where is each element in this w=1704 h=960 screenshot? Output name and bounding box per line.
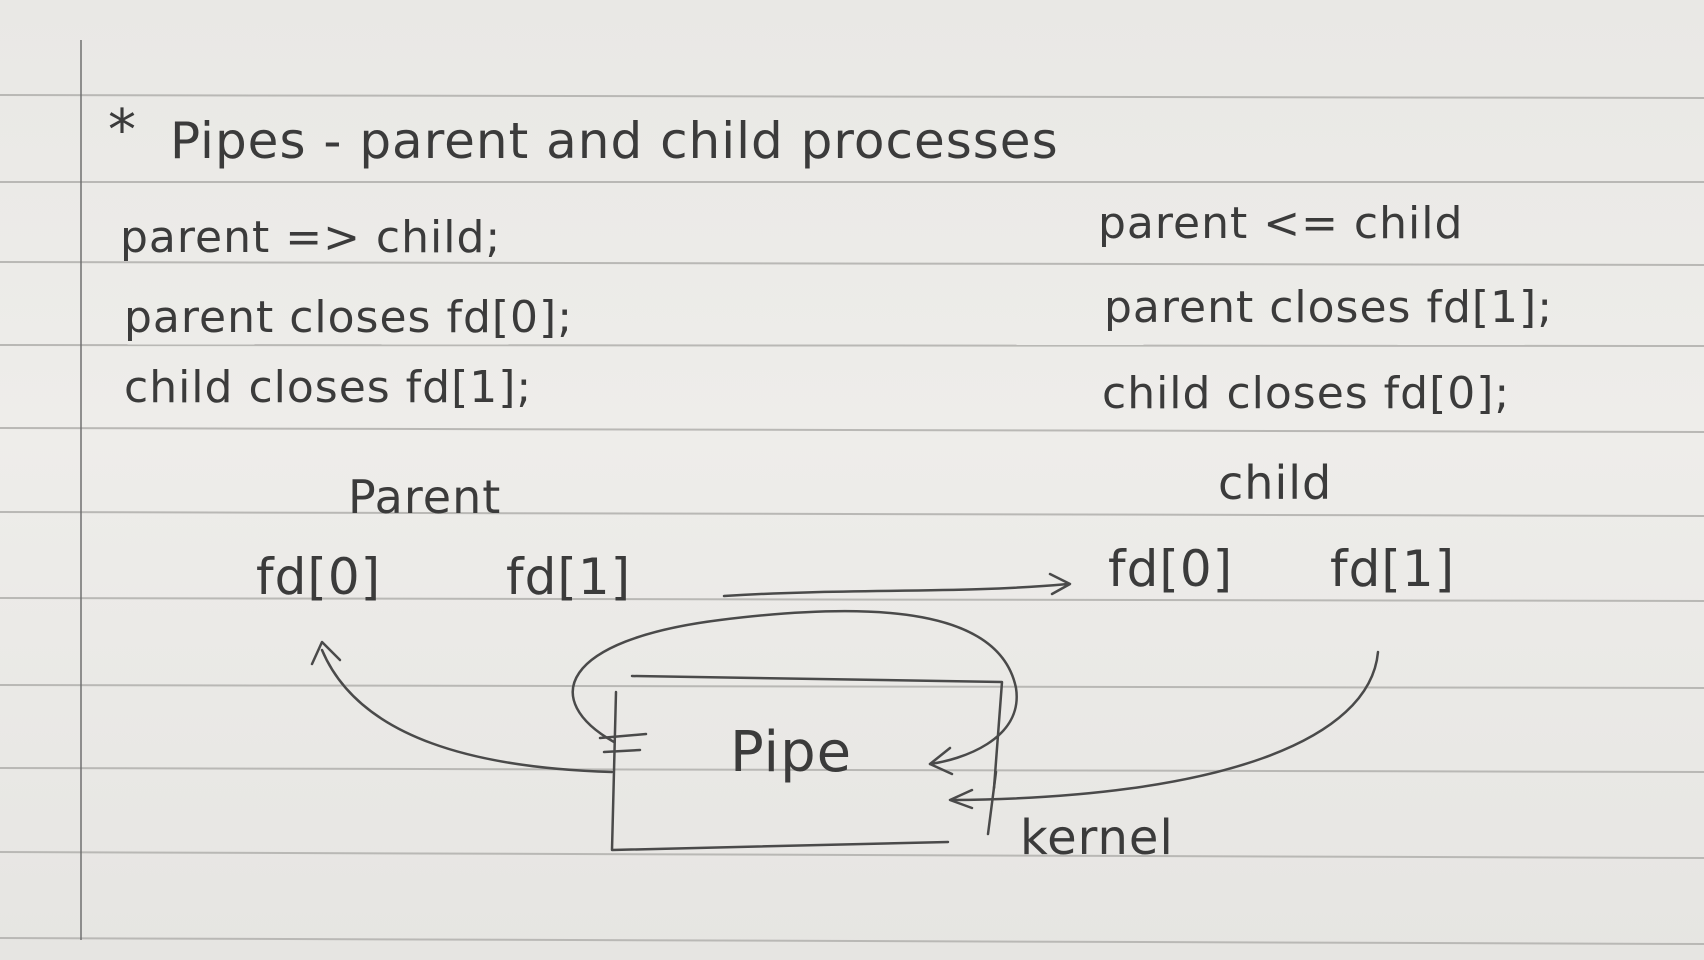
margin-line — [80, 40, 82, 940]
parent-label: Parent — [348, 470, 502, 524]
pipe-label: Pipe — [730, 720, 853, 785]
parent-fd0-label: fd[0] — [256, 548, 382, 606]
arrow-child-to-pipe — [950, 650, 1380, 802]
right-note-line-2: parent closes fd[1]; — [1104, 282, 1554, 333]
child-label: child — [1218, 456, 1333, 510]
arrowhead-to-parent-fd0 — [310, 640, 342, 666]
title-star: * — [108, 98, 137, 163]
left-note-line-2: parent closes fd[0]; — [124, 292, 574, 343]
right-note-line-1: parent <= child — [1098, 198, 1464, 249]
parent-fd1-label: fd[1] — [506, 548, 632, 606]
arrowhead-child-into-pipe — [948, 788, 974, 810]
child-fd0-label: fd[0] — [1108, 540, 1234, 598]
kernel-pointer — [986, 770, 998, 836]
kernel-label: kernel — [1020, 810, 1174, 866]
arrow-pipe-to-parent — [320, 648, 614, 774]
arrow-parent-to-child — [722, 582, 1070, 598]
arrowhead-into-pipe — [928, 746, 954, 776]
arrowhead-to-child-fd0 — [1048, 572, 1072, 596]
pipe-box — [610, 674, 1004, 852]
child-fd1-label: fd[1] — [1330, 540, 1456, 598]
right-note-line-3: child closes fd[0]; — [1102, 368, 1511, 419]
left-note-line-1: parent => child; — [120, 212, 502, 263]
page-title: Pipes - parent and child processes — [170, 112, 1059, 170]
left-note-line-3: child closes fd[1]; — [124, 362, 533, 413]
loop-to-pipe — [571, 609, 1018, 766]
